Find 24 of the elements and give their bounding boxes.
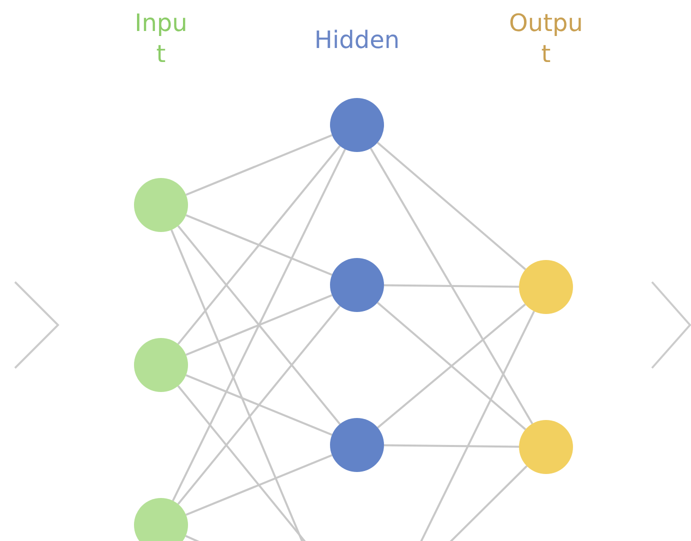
- neuron-circle: [330, 98, 384, 152]
- layer-label: Output: [508, 8, 584, 70]
- connection-line: [186, 454, 332, 516]
- connection-line: [177, 145, 341, 345]
- connection-line: [186, 374, 332, 436]
- connection-line: [186, 134, 332, 196]
- layer-label: Hidden: [313, 25, 401, 56]
- neuron-circle: [134, 338, 188, 392]
- connection-line: [370, 148, 534, 424]
- connection-line: [384, 284, 520, 288]
- neuron-circle: [330, 418, 384, 472]
- neuron-circle: [134, 498, 188, 541]
- connection-line: [177, 305, 341, 505]
- connection-line: [376, 142, 526, 270]
- layer-label: Input: [134, 8, 188, 70]
- neuron-circle: [134, 178, 188, 232]
- connection-line: [177, 225, 341, 425]
- neuron-circle: [519, 260, 573, 314]
- neuron-circle: [519, 420, 573, 474]
- connection-line: [384, 444, 520, 448]
- connection-line: [172, 148, 346, 502]
- neuron-circle: [330, 258, 384, 312]
- connection-line: [186, 294, 332, 356]
- connection-line: [186, 214, 332, 276]
